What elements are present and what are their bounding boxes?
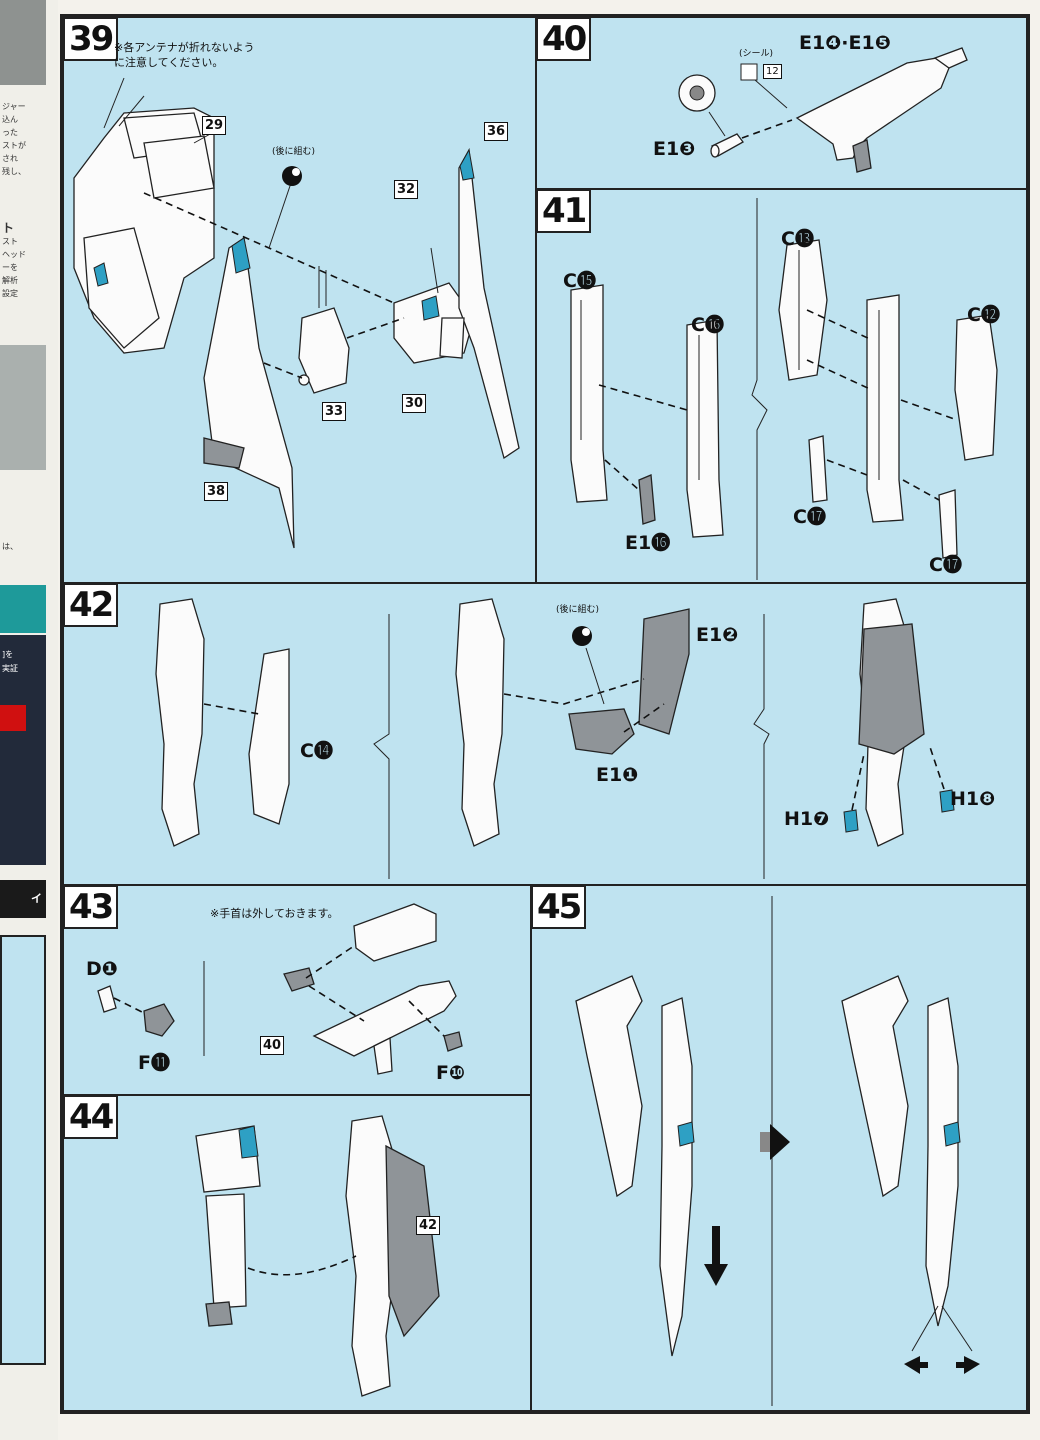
part-C17-b: C⓱ [929, 554, 962, 576]
step-40-diagram [678, 47, 968, 173]
part-C16: C⓰ [691, 314, 724, 336]
part-E1-16: E1⓰ [625, 532, 671, 554]
sticker-number: 12 [763, 64, 782, 79]
strip-text-3: は、 [2, 542, 18, 551]
part-D1: D❶ [86, 958, 118, 980]
strip-label-bar: イ [0, 880, 46, 918]
step-39-subnote: (後に組む) [272, 147, 316, 157]
step-39-panel: 39 ※各アンテナが折れないよう に注意してください。 (後に組む) 29 32… [63, 17, 536, 583]
ref-40: 40 [260, 1036, 285, 1055]
ref-42: 42 [416, 1216, 441, 1235]
ref-36: 36 [484, 122, 509, 141]
step-44-number: 44 [64, 1096, 119, 1139]
ref-30: 30 [402, 394, 427, 413]
strip-photo-top [0, 0, 46, 85]
part-H1-7: H1❼ [784, 808, 830, 830]
ref-33: 33 [322, 402, 347, 421]
part-F10: F❿ [436, 1062, 466, 1084]
step-41-diagram [570, 198, 998, 580]
part-E1-4-5: E1❹·E1❺ [799, 32, 891, 54]
part-C12: C⓬ [967, 304, 1000, 326]
step-43-note: ※手首は外しておきます。 [210, 907, 339, 920]
step-42-subnote: (後に組む) [556, 605, 600, 615]
ref-29: 29 [202, 116, 227, 135]
adjacent-page-strip: ジャー込んったストがされ残し、 トストヘッドーを解析設定 は、 ]を 実証 イ [0, 0, 58, 1440]
part-C17-a: C⓱ [793, 506, 826, 528]
step-40-panel: 40 (シール) 12 E1❹·E1❺ E1❸ [536, 17, 1027, 189]
step-45-number: 45 [532, 886, 587, 929]
part-E1-3: E1❸ [653, 138, 696, 160]
step-39-diagram [73, 77, 520, 549]
step-41-panel: 41 C⓯ C⓰ C⓭ C⓬ E1⓰ C⓱ C⓱ [536, 189, 1027, 583]
part-C15: C⓯ [563, 270, 596, 292]
step-42-diagram [155, 598, 955, 879]
step-40-number: 40 [537, 18, 592, 61]
step-45-panel: 45 [531, 885, 1027, 1411]
instruction-sheet: 39 ※各アンテナが折れないよう に注意してください。 (後に組む) 29 32… [60, 14, 1030, 1414]
strip-photo-mid [0, 345, 46, 470]
part-F11: F⓫ [138, 1052, 170, 1074]
step-42-panel: 42 (後に組む) C⓮ E1❷ E1❶ H1❼ H1❽ [63, 583, 1027, 885]
ref-38: 38 [204, 482, 229, 501]
part-C14: C⓮ [300, 740, 333, 762]
ref-32: 32 [394, 180, 419, 199]
sticker-label: (シール) [739, 49, 774, 59]
strip-blue-panel [0, 935, 46, 1365]
strip-banner [0, 585, 46, 633]
part-E1-2: E1❷ [696, 624, 739, 646]
step-45-diagram [575, 896, 980, 1406]
step-42-number: 42 [64, 584, 119, 627]
part-C13: C⓭ [781, 228, 814, 250]
strip-text-2: トストヘッドーを解析設定 [2, 222, 26, 298]
part-H1-8: H1❽ [950, 788, 996, 810]
strip-red-badge [0, 705, 26, 731]
strip-photo-dark: ]を 実証 [0, 635, 46, 865]
step-43-diagram [97, 903, 463, 1075]
part-E1-1: E1❶ [596, 764, 639, 786]
step-43-panel: 43 ※手首は外しておきます。 D❶ F⓫ F❿ 40 [63, 885, 531, 1095]
step-44-panel: 44 42 [63, 1095, 531, 1411]
step-43-number: 43 [64, 886, 119, 929]
strip-text: ジャー込んったストがされ残し、 [2, 102, 26, 176]
step-41-number: 41 [537, 190, 592, 233]
step-39-number: 39 [64, 18, 119, 61]
step-39-note: ※各アンテナが折れないよう に注意してください。 [114, 41, 255, 69]
step-44-diagram [195, 1115, 440, 1397]
